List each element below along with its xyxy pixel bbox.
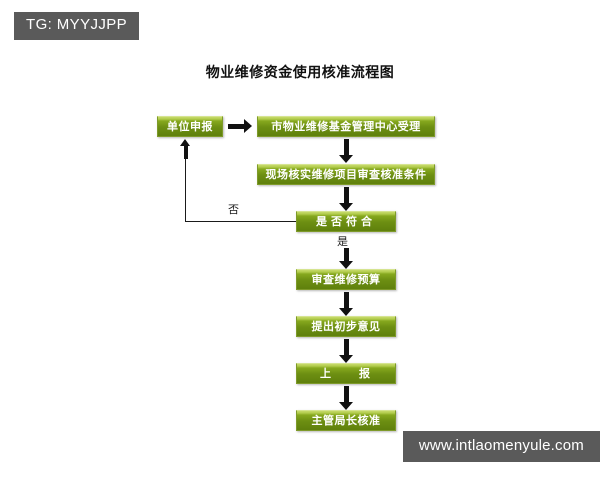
- edge-label-no: 否: [228, 203, 239, 216]
- flow-node-director-approval[interactable]: 主管局长核准: [296, 410, 396, 431]
- arrow-down-icon-report-to-approve: [339, 386, 353, 410]
- connector-no-branch-horizontal: [185, 221, 296, 222]
- arrow-down-icon-verify-to-decision: [339, 187, 353, 211]
- arrow-down-icon-yes-to-budget: [339, 248, 353, 269]
- flow-node-preliminary-opinion[interactable]: 提出初步意见: [296, 316, 396, 337]
- connector-no-branch-vertical: [185, 158, 186, 222]
- watermark-url-bottom-right: www.intlaomenyule.com: [402, 430, 600, 462]
- arrow-right-icon-apply-to-accept: [228, 119, 252, 133]
- watermark-tag-top-left: TG: MYYJJPP: [14, 12, 140, 40]
- page-title: 物业维修资金使用核准流程图: [205, 65, 395, 81]
- arrow-down-icon-opinion-to-report: [339, 339, 353, 363]
- flow-node-unit-application[interactable]: 单位申报: [157, 116, 223, 137]
- arrow-down-icon-budget-to-opinion: [339, 292, 353, 316]
- flow-node-decision-compliance[interactable]: 是否符合: [296, 211, 396, 232]
- edge-label-yes: 是: [337, 235, 348, 248]
- arrow-up-icon-no-branch-to-apply: [180, 139, 191, 159]
- flow-node-center-acceptance[interactable]: 市物业维修基金管理中心受理: [257, 116, 435, 137]
- flow-node-submit-report[interactable]: 上 报: [296, 363, 396, 384]
- flow-node-budget-review[interactable]: 审查维修预算: [296, 269, 396, 290]
- flow-node-onsite-verification[interactable]: 现场核实维修项目审查核准条件: [257, 164, 435, 185]
- arrow-down-icon-accept-to-verify: [339, 139, 353, 163]
